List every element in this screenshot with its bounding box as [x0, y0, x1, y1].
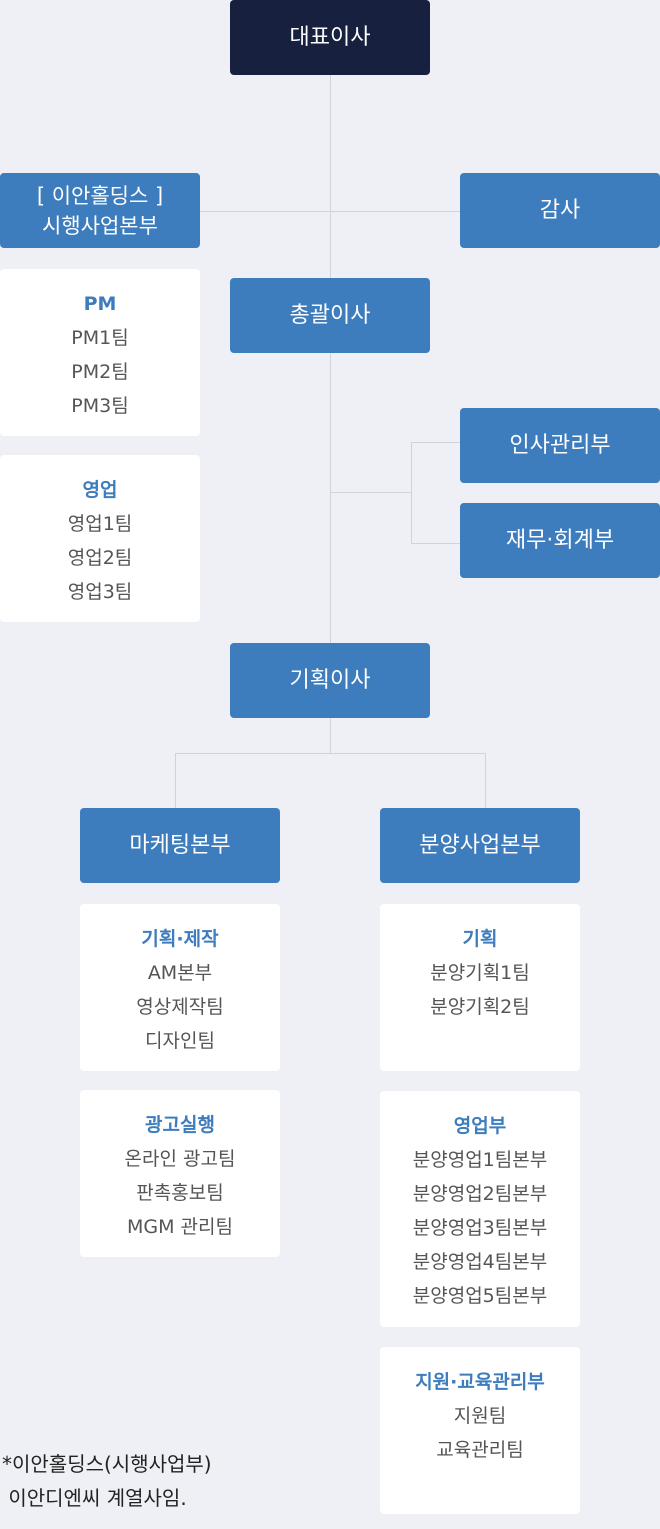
- ad-exec-card: 광고실행 온라인 광고팀 판촉홍보팀 MGM 관리팀: [80, 1090, 280, 1257]
- connector-bottom-horizontal: [175, 753, 486, 754]
- holdings-line2: 시행사업본부: [42, 213, 158, 238]
- ceo-box: 대표이사: [230, 0, 430, 75]
- ad-exec-item: MGM 관리팀: [127, 1216, 233, 1238]
- audit-label: 감사: [539, 197, 581, 223]
- support-item: 교육관리팀: [436, 1439, 524, 1461]
- pm-item: PM2팀: [71, 361, 129, 383]
- plan-prod-card: 기획·제작 AM본부 영상제작팀 디자인팀: [80, 904, 280, 1071]
- ceo-label: 대표이사: [289, 24, 371, 50]
- finance-box: 재무·회계부: [460, 503, 660, 578]
- presale-sales-item: 분양영업4팀본부: [412, 1251, 548, 1273]
- connector-presale: [485, 753, 486, 808]
- presale-sales-item: 분양영업3팀본부: [412, 1217, 548, 1239]
- presale-plan-head: 기획: [462, 928, 498, 950]
- presale-sales-card: 영업부 분양영업1팀본부 분양영업2팀본부 분양영업3팀본부 분양영업4팀본부 …: [380, 1091, 580, 1327]
- presale-sales-head: 영업부: [453, 1115, 507, 1137]
- plan-prod-head: 기획·제작: [141, 928, 219, 950]
- presale-sales-item: 분양영업2팀본부: [412, 1183, 548, 1205]
- pm-item: PM3팀: [71, 395, 129, 417]
- connector-branch-vertical: [411, 442, 412, 544]
- pm-card: PM PM1팀 PM2팀 PM3팀: [0, 269, 200, 436]
- support-head: 지원·교육관리부: [415, 1371, 545, 1393]
- plan-prod-item: 디자인팀: [145, 1030, 215, 1052]
- plan-prod-item: 영상제작팀: [136, 996, 224, 1018]
- ad-exec-head: 광고실행: [145, 1114, 215, 1136]
- presale-sales-item: 분양영업1팀본부: [412, 1149, 548, 1171]
- presale-plan-card: 기획 분양기획1팀 분양기획2팀: [380, 904, 580, 1071]
- sales-item: 영업3팀: [67, 581, 133, 603]
- connector-hr: [411, 442, 460, 443]
- general-director-label: 총괄이사: [289, 302, 371, 328]
- presale-sales-item: 분양영업5팀본부: [412, 1285, 548, 1307]
- marketing-box: 마케팅본부: [80, 808, 280, 883]
- support-card: 지원·교육관리부 지원팀 교육관리팀: [380, 1347, 580, 1514]
- planning-director-label: 기획이사: [289, 667, 371, 693]
- presale-plan-item: 분양기획1팀: [430, 962, 530, 984]
- connector-marketing: [175, 753, 176, 808]
- ad-exec-item: 판촉홍보팀: [136, 1182, 224, 1204]
- support-item: 지원팀: [453, 1405, 507, 1427]
- sales-head: 영업: [82, 479, 118, 501]
- sales-item: 영업2팀: [67, 547, 133, 569]
- holdings-line1: [ 이안홀딩스 ]: [36, 183, 164, 208]
- connector-main-vertical: [330, 74, 331, 754]
- presale-plan-item: 분양기획2팀: [430, 996, 530, 1018]
- finance-label: 재무·회계부: [505, 527, 615, 553]
- general-director-box: 총괄이사: [230, 278, 430, 353]
- presale-box: 분양사업본부: [380, 808, 580, 883]
- holdings-box: [ 이안홀딩스 ] 시행사업본부: [0, 173, 200, 248]
- connector-finance: [411, 543, 460, 544]
- ad-exec-item: 온라인 광고팀: [124, 1148, 236, 1170]
- sales-item: 영업1팀: [67, 513, 133, 535]
- hr-box: 인사관리부: [460, 408, 660, 483]
- footnote-line2: 이안디엔씨 계열사임.: [2, 1486, 187, 1510]
- planning-director-box: 기획이사: [230, 643, 430, 718]
- audit-box: 감사: [460, 173, 660, 248]
- hr-label: 인사관리부: [509, 432, 611, 458]
- pm-item: PM1팀: [71, 327, 129, 349]
- connector-branch-stub: [330, 492, 412, 493]
- connector-holdings-audit: [200, 211, 460, 212]
- footnote: *이안홀딩스(시행사업부) 이안디엔씨 계열사임.: [2, 1447, 212, 1515]
- presale-label: 분양사업본부: [419, 832, 541, 858]
- marketing-label: 마케팅본부: [129, 832, 231, 858]
- footnote-line1: *이안홀딩스(시행사업부): [2, 1452, 212, 1476]
- pm-head: PM: [83, 293, 117, 315]
- plan-prod-item: AM본부: [147, 962, 213, 984]
- sales-card: 영업 영업1팀 영업2팀 영업3팀: [0, 455, 200, 622]
